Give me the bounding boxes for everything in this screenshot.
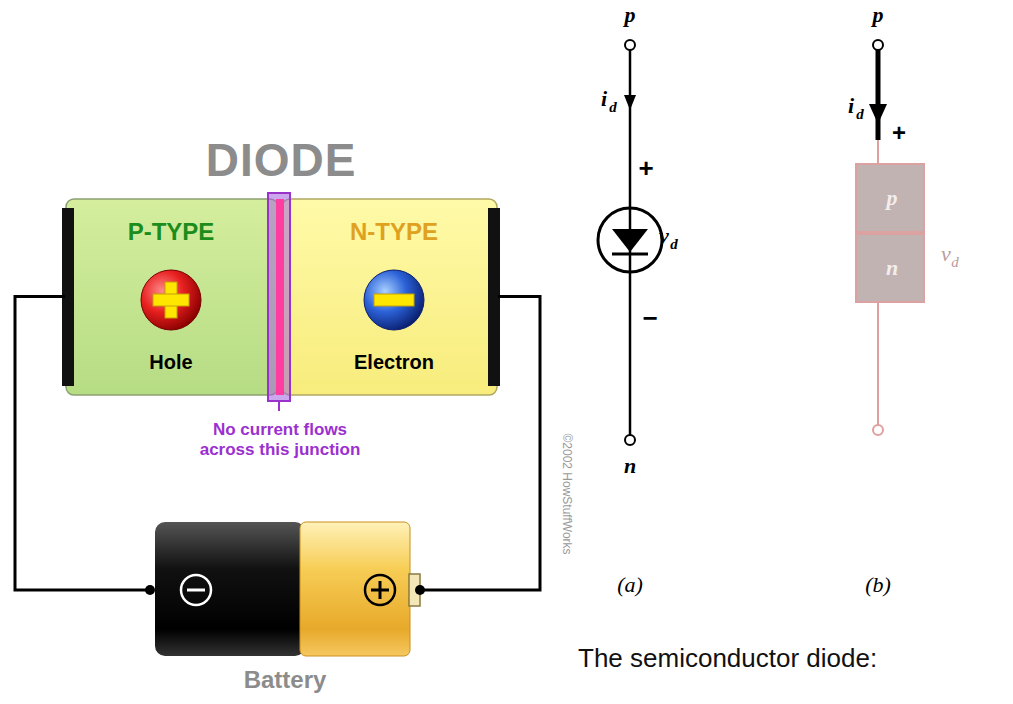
circuit-wire [420, 297, 540, 591]
layer-label: n [886, 256, 898, 280]
terminal-name: n [624, 454, 636, 478]
p-type-region: P-TYPE Hole [65, 198, 270, 395]
current-symbol: i [848, 94, 854, 118]
battery: Battery [150, 520, 420, 700]
region-title: P-TYPE [128, 219, 215, 245]
diode-box: DIODEP-TYPEHoleN-TYPEElectron [65, 198, 498, 395]
carrier-label: Electron [354, 351, 434, 373]
circuit-wire [15, 297, 150, 591]
hole-symbol [141, 270, 201, 330]
polarity-sign: + [892, 120, 906, 146]
terminal-name: p [625, 3, 636, 27]
subscript: d [856, 106, 864, 123]
region-title: N-TYPE [350, 219, 438, 245]
n-layer-box: n [855, 233, 925, 303]
electron-symbol [364, 270, 424, 330]
diode-title: DIODE [206, 135, 357, 186]
current-symbol: i [601, 87, 607, 111]
voltage-symbol: v [659, 224, 669, 248]
battery-label: Battery [244, 667, 327, 693]
subscript: d [609, 99, 617, 116]
junction-note: No current flows across this junction [185, 420, 375, 459]
diode-body [62, 199, 500, 395]
watermark: ©2002 HowStuffWorks [559, 433, 572, 554]
carrier-label: Hole [149, 351, 192, 373]
wire-joint [415, 585, 425, 595]
diode-schematic [598, 40, 662, 445]
figure-label: (a) [617, 573, 643, 597]
figure-caption: The semiconductor diode: [578, 643, 877, 674]
junction-band [268, 193, 290, 411]
n-type-region: N-TYPE Electron [289, 198, 498, 395]
subscript: d [670, 236, 678, 253]
polarity-sign: + [638, 154, 653, 183]
subscript: d [951, 254, 959, 271]
voltage-symbol: v [941, 242, 951, 266]
p-layer-box: p [855, 163, 925, 233]
layer-label: p [887, 186, 898, 210]
polarity-sign: − [642, 304, 657, 333]
wire-joint [145, 585, 155, 595]
terminal-name: p [873, 3, 884, 27]
figure-label: (b) [865, 573, 891, 597]
battery-symbol [155, 522, 420, 656]
